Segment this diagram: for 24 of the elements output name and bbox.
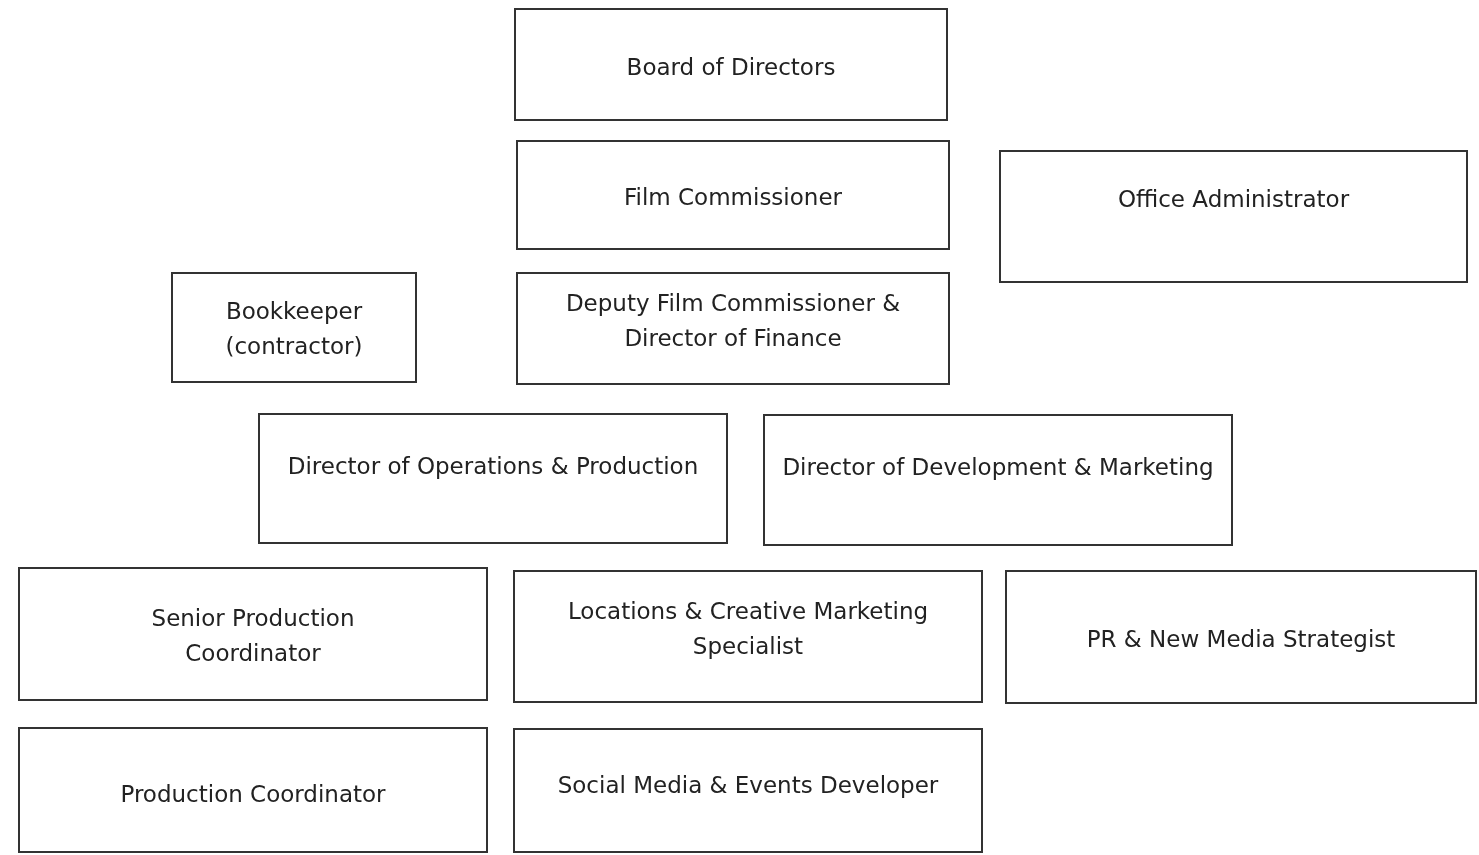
job-title: Film Commissioner bbox=[624, 183, 842, 212]
position-box bbox=[513, 570, 983, 703]
position-box bbox=[514, 8, 948, 121]
job-title: Board of Directors bbox=[626, 53, 836, 82]
job-title: Locations & Creative Marketing Specialist bbox=[566, 597, 930, 661]
position-box bbox=[513, 728, 983, 853]
job-title: Director of Development & Marketing bbox=[782, 453, 1214, 482]
position-box bbox=[999, 150, 1468, 283]
job-title: Bookkeeper (contractor) bbox=[224, 297, 364, 361]
position-box bbox=[171, 272, 417, 383]
job-title: Production Coordinator bbox=[120, 780, 386, 809]
position-box bbox=[258, 413, 728, 544]
position-box bbox=[1005, 570, 1477, 704]
position-box bbox=[516, 272, 950, 385]
job-title: Office Administrator bbox=[1117, 185, 1350, 214]
job-title: Senior Production Coordinator bbox=[150, 604, 356, 668]
position-box bbox=[18, 567, 488, 701]
position-box bbox=[763, 414, 1233, 546]
job-title: Social Media & Events Developer bbox=[557, 771, 939, 800]
job-title: PR & New Media Strategist bbox=[1086, 625, 1396, 654]
position-box bbox=[516, 140, 950, 250]
job-title: Deputy Film Commissioner & Director of Finance bbox=[564, 289, 902, 353]
job-title: Director of Operations & Production bbox=[287, 452, 699, 481]
position-box bbox=[18, 727, 488, 853]
